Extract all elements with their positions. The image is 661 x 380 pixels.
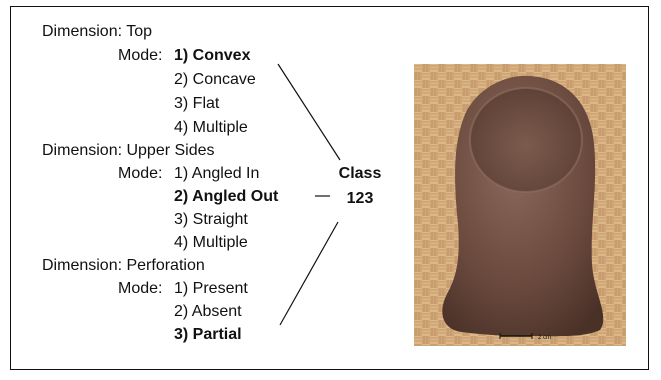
mode-perforation-3: 3) Partial [174,325,242,345]
mode-upper-sides-2: 2) Angled Out [174,187,278,207]
mode-perforation-2: 2) Absent [174,302,242,322]
mode-prefix-perforation: Mode: [118,279,162,299]
dimension-upper-sides-label: Dimension: Upper Sides [42,141,215,161]
mode-top-4: 4) Multiple [174,118,248,138]
mode-perforation-1: 1) Present [174,279,248,299]
mode-upper-sides-3: 3) Straight [174,210,248,230]
dimension-perforation-label: Dimension: Perforation [42,256,205,276]
mode-top-3: 3) Flat [174,94,219,114]
scale-bar-label: 2 cm [538,335,551,341]
mode-upper-sides-1: 1) Angled In [174,164,259,184]
mode-upper-sides-4: 4) Multiple [174,233,248,253]
mode-prefix-upper-sides: Mode: [118,164,162,184]
mode-top-1: 1) Convex [174,46,250,66]
mode-top-2: 2) Concave [174,70,256,90]
artifact-photo: 2 cm [414,64,626,346]
mode-prefix-top: Mode: [118,46,162,66]
class-value: 123 [325,189,395,209]
class-label: Class [325,164,395,184]
dimension-top-label: Dimension: Top [42,22,152,42]
